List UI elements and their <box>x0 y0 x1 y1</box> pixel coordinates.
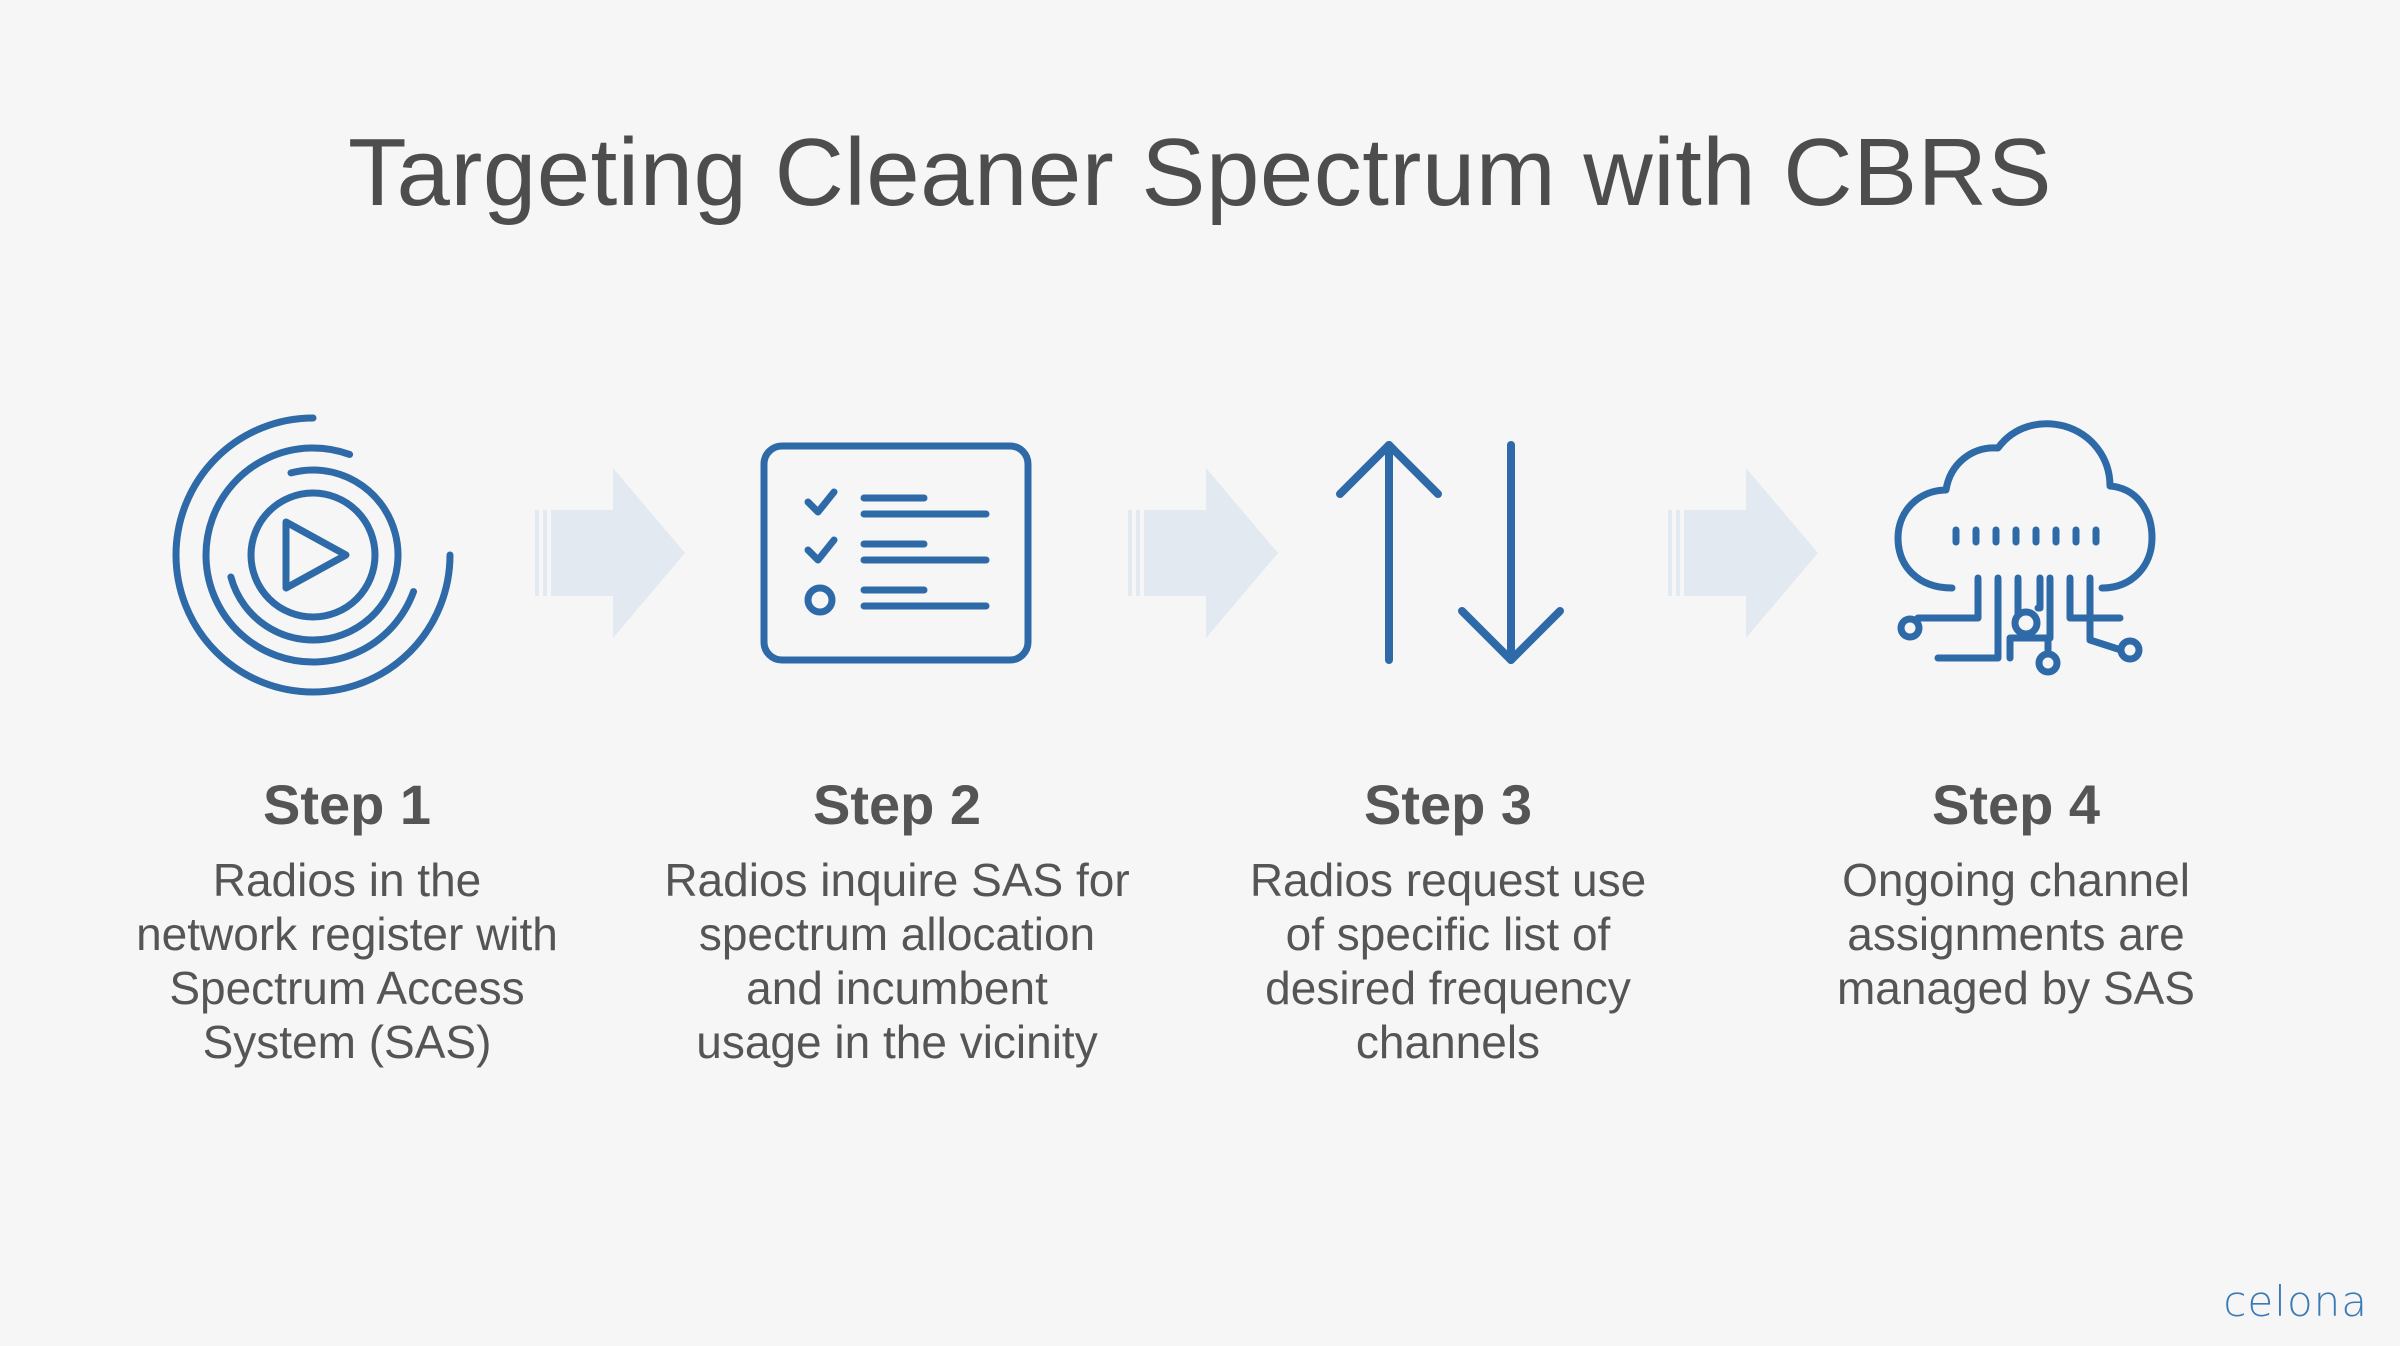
step-2: Step 2 Radios inquire SAS for spectrum a… <box>637 765 1157 1069</box>
cloud-network-icon <box>1890 418 2160 683</box>
checklist-icon <box>760 442 1032 664</box>
flow-arrow-2 <box>1128 468 1278 638</box>
step-title: Step 3 <box>1363 773 1533 836</box>
step-4: Step 4 Ongoing channel assignments are m… <box>1756 765 2276 1015</box>
up-down-arrows-icon <box>1330 435 1570 670</box>
step-1: Step 1 Radios in the network register wi… <box>87 765 607 1069</box>
step-line: spectrum allocation <box>698 908 1096 960</box>
step-line: Radios in the <box>212 854 482 906</box>
step-description: Radios inquire SAS for spectrum allocati… <box>637 853 1157 1069</box>
step-description: Radios request use of specific list of d… <box>1188 853 1708 1069</box>
step-line: Ongoing channel <box>1842 854 2190 906</box>
step-line: Spectrum Access <box>169 962 525 1014</box>
step-line: System (SAS) <box>202 1016 492 1068</box>
page-title: Targeting Cleaner Spectrum with CBRS <box>347 119 2053 226</box>
step-title: Step 1 <box>262 773 432 836</box>
flow-arrow-3 <box>1668 468 1818 638</box>
step-line: Radios inquire SAS for <box>664 854 1130 906</box>
step-line: network register with <box>136 908 558 960</box>
step-line: and incumbent <box>746 962 1048 1014</box>
step-description: Radios in the network register with Spec… <box>87 853 607 1069</box>
step-line: desired frequency <box>1265 962 1631 1014</box>
step-line: managed by SAS <box>1836 962 2195 1014</box>
celona-logo: celona <box>2223 1277 2368 1326</box>
step-line: Radios request use <box>1249 854 1647 906</box>
play-signal-icon <box>168 410 458 700</box>
step-line: assignments are <box>1847 908 2185 960</box>
step-line: channels <box>1355 1016 1541 1068</box>
step-title: Step 2 <box>812 773 982 836</box>
flow-arrow-1 <box>535 468 685 638</box>
step-title: Step 4 <box>1931 773 2101 836</box>
step-3: Step 3 Radios request use of specific li… <box>1188 765 1708 1069</box>
step-line: usage in the vicinity <box>696 1016 1098 1068</box>
step-description: Ongoing channel assignments are managed … <box>1756 853 2276 1015</box>
step-line: of specific list of <box>1285 908 1611 960</box>
